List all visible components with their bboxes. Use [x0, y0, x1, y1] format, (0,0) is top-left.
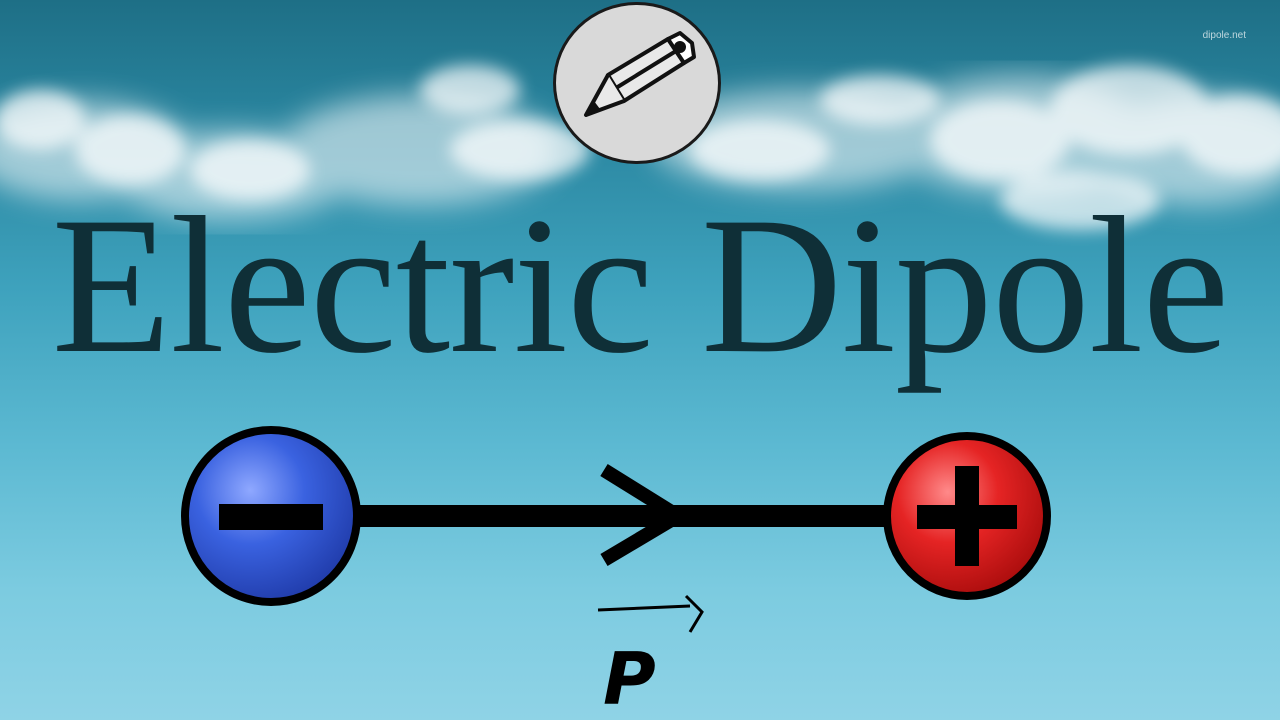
plus-sign-vertical [955, 466, 979, 566]
pencil-icon [584, 31, 696, 117]
slide-title: Electric Dipole [51, 177, 1230, 394]
positive-charge [883, 432, 1051, 600]
negative-charge [181, 426, 361, 606]
watermark: dipole.net [1202, 30, 1246, 41]
dipole-moment-vector-label: P [597, 594, 704, 720]
moment-label: P [603, 637, 656, 720]
direction-arrow [600, 464, 692, 567]
minus-sign [219, 504, 323, 530]
channel-logo [553, 2, 721, 164]
